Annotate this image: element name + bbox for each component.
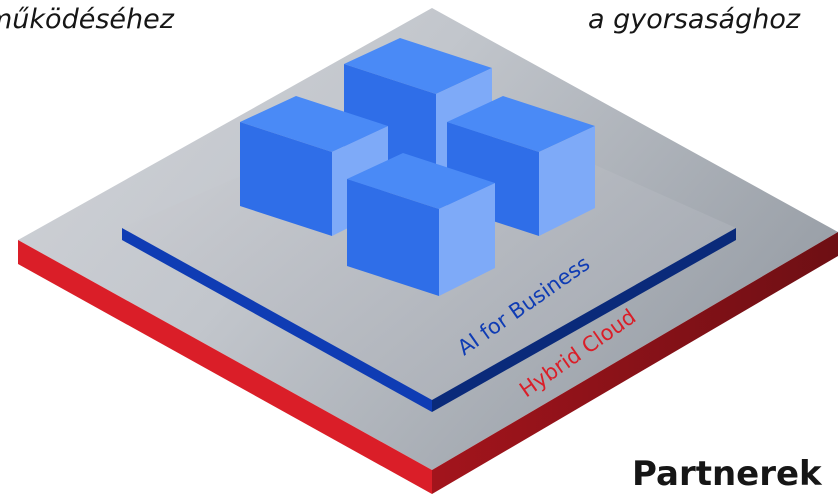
cube-right (447, 96, 595, 236)
cube-front-top (347, 153, 495, 209)
cube-right-top (447, 96, 595, 152)
top-right-caption: a gyorsasághoz (588, 4, 801, 35)
hybrid-cloud-plate-left-edge (18, 240, 432, 494)
ai-for-business-plate-left-edge (122, 228, 432, 412)
ai-for-business-plate-right-edge (432, 228, 736, 412)
hybrid-cloud-plate-right-edge (432, 232, 838, 494)
cube-right-right (539, 126, 595, 236)
cube-front (347, 153, 495, 296)
cube-left-left (240, 122, 332, 236)
cube-back-top (344, 38, 492, 94)
top-left-caption: működéséhez (0, 4, 174, 35)
cube-left-top (240, 96, 388, 152)
cube-front-right (439, 183, 495, 296)
partners-heading: Partnerek (632, 454, 822, 494)
cube-front-left (347, 179, 439, 296)
